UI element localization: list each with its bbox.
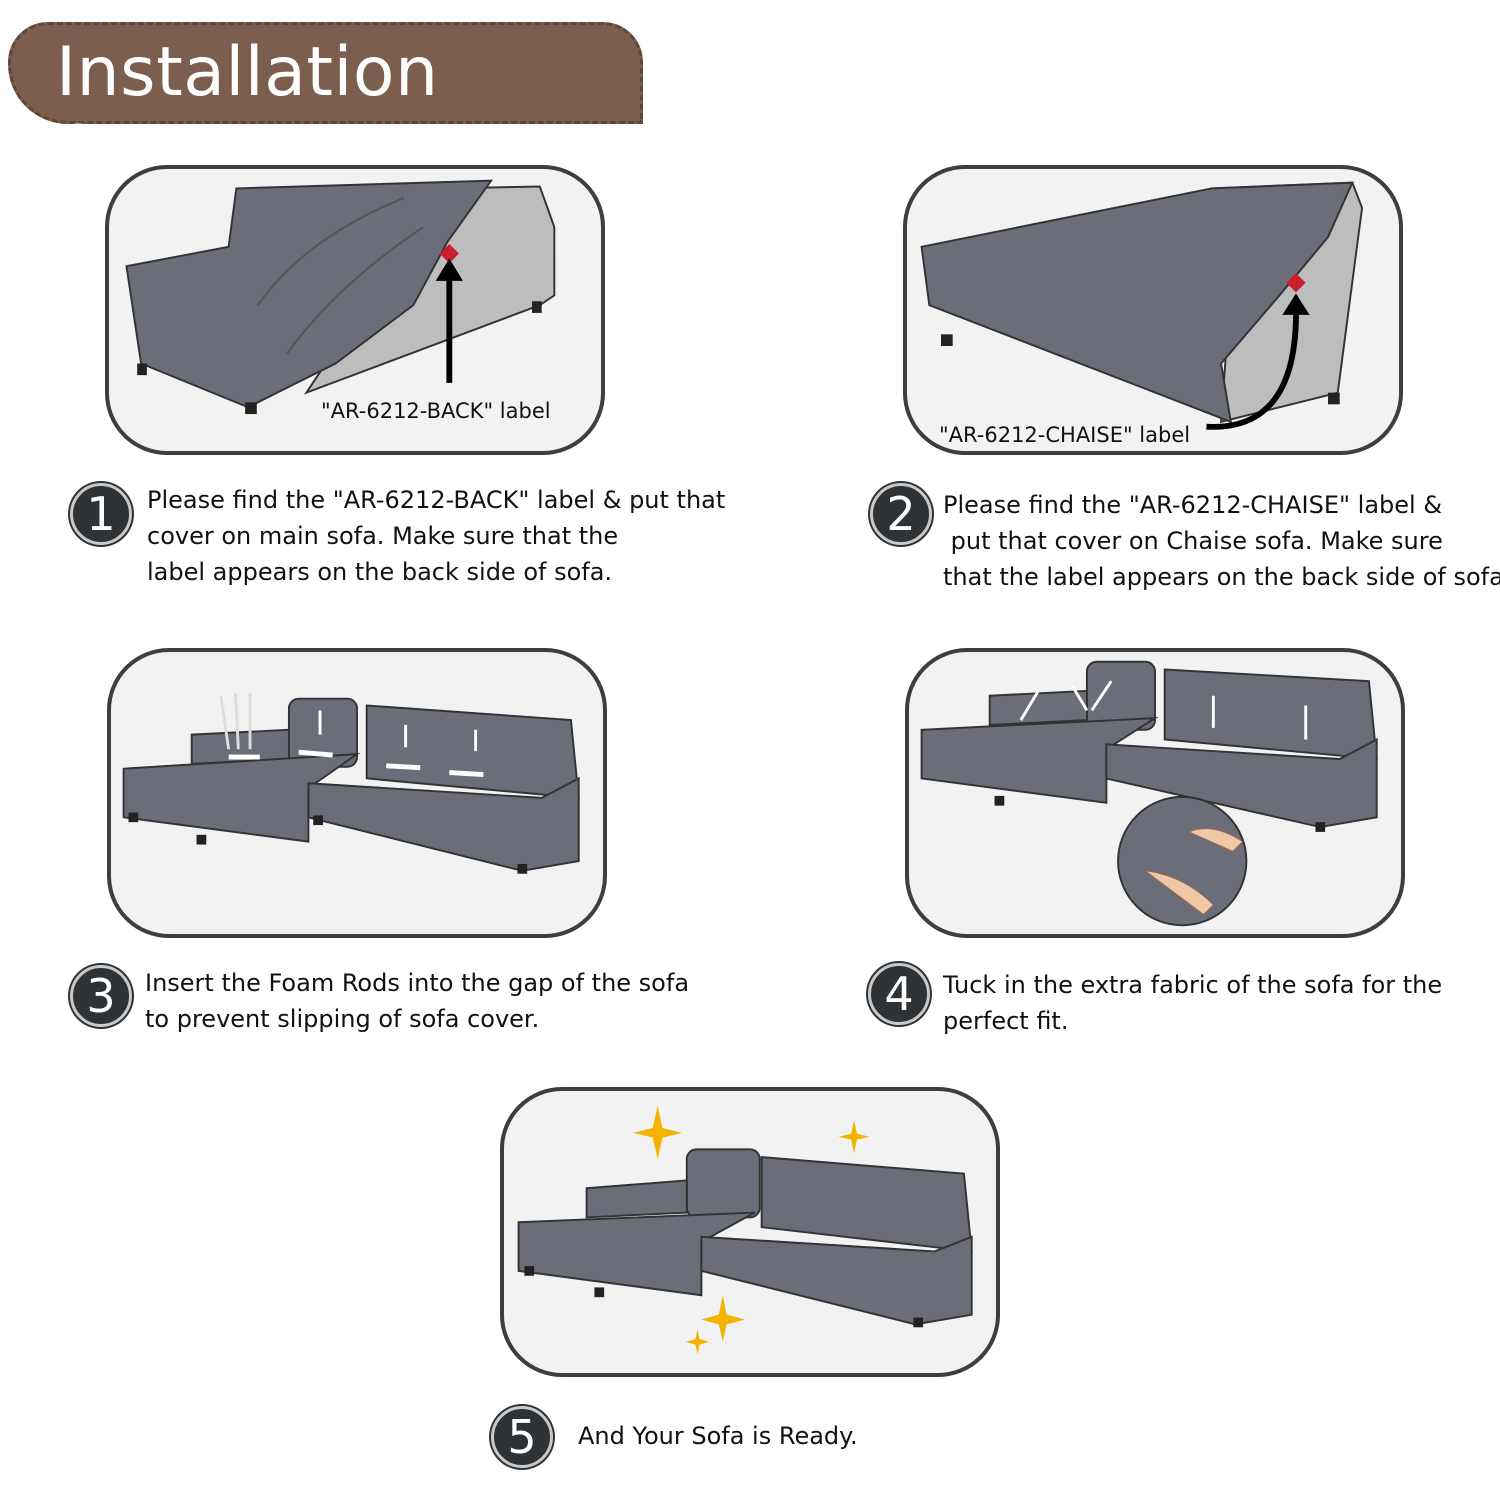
sofa-back-cover-illustration	[125, 179, 556, 415]
text-line: perfect fit.	[943, 1007, 1069, 1035]
sparkle-icons	[633, 1105, 870, 1355]
text-line: And Your Sofa is Ready.	[578, 1422, 858, 1450]
step-3-text: Insert the Foam Rods into the gap of the…	[145, 965, 689, 1037]
finished-sofa-illustration	[517, 1105, 973, 1355]
text-line: cover on main sofa. Make sure that the	[147, 522, 619, 550]
step-1-illustration: "AR-6212-BACK" label	[105, 165, 605, 455]
tuck-fabric-illustration	[920, 660, 1378, 927]
step-4-illustration	[905, 648, 1405, 938]
step-1-text: Please find the "AR-6212-BACK" label & p…	[147, 482, 725, 590]
step-1-number: 1	[70, 483, 132, 545]
step-2-text: Please find the "AR-6212-CHAISE" label &…	[943, 487, 1500, 595]
text-line: Please find the "AR-6212-BACK" label & p…	[147, 486, 726, 514]
back-label-callout: "AR-6212-BACK" label	[321, 399, 551, 423]
text-line: Tuck in the extra fabric of the sofa for…	[943, 971, 1443, 999]
text-line: to prevent slipping of sofa cover.	[145, 1005, 540, 1033]
chaise-label-callout: "AR-6212-CHAISE" label	[939, 423, 1191, 447]
step-2-number: 2	[870, 483, 932, 545]
step-4-text: Tuck in the extra fabric of the sofa for…	[943, 967, 1442, 1039]
text-line: Please find the "AR-6212-CHAISE" label &	[943, 491, 1443, 519]
text-line: that the label appears on the back side …	[943, 563, 1500, 591]
text-line: label appears on the back side of sofa.	[147, 558, 613, 586]
step-4-number: 4	[868, 963, 930, 1025]
page-title: Installation Steps	[56, 33, 439, 191]
step-5-number: 5	[491, 1406, 553, 1468]
step-2-illustration: "AR-6212-CHAISE" label	[903, 165, 1403, 455]
step-5-illustration	[500, 1087, 1000, 1377]
step-5-text: And Your Sofa is Ready.	[578, 1418, 858, 1454]
chaise-cover-illustration	[920, 181, 1364, 430]
step-3-number: 3	[70, 965, 132, 1027]
foam-rods-illustration	[122, 692, 580, 874]
step-3-illustration	[107, 648, 607, 938]
title-banner: Installation Steps	[8, 22, 643, 191]
text-line: Insert the Foam Rods into the gap of the…	[145, 969, 690, 997]
text-line: put that cover on Chaise sofa. Make sure	[943, 527, 1443, 555]
